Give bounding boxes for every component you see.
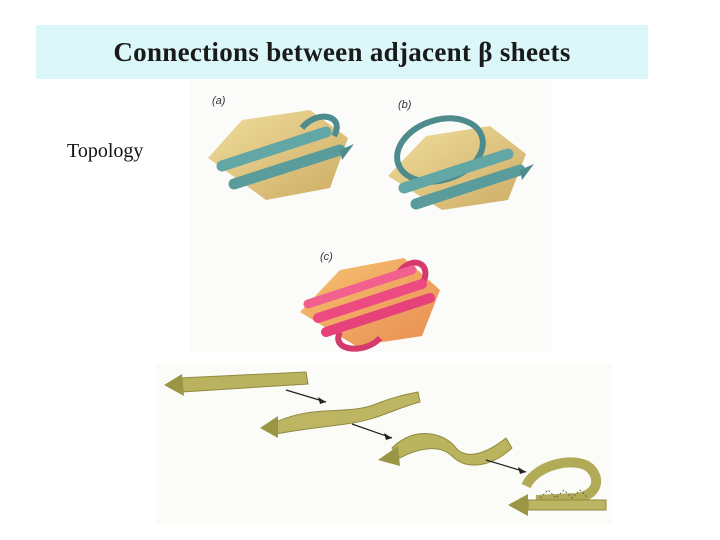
- title-bar: Connections between adjacent β sheets: [36, 25, 648, 79]
- panel-c-letter: (c): [320, 251, 333, 263]
- twist-sequence-figure: [156, 364, 612, 524]
- panel-a-letter: (a): [212, 95, 226, 107]
- hairpin-lower-strand: [528, 500, 606, 510]
- twist-sequence-diagram: [156, 364, 612, 524]
- beta-connection-figure: (a) (b) (c): [190, 80, 552, 352]
- slide-title: Connections between adjacent β sheets: [113, 37, 570, 68]
- panel-b-letter: (b): [398, 99, 412, 111]
- topology-label: Topology: [67, 140, 143, 163]
- beta-connection-diagram: (a) (b) (c): [190, 80, 552, 352]
